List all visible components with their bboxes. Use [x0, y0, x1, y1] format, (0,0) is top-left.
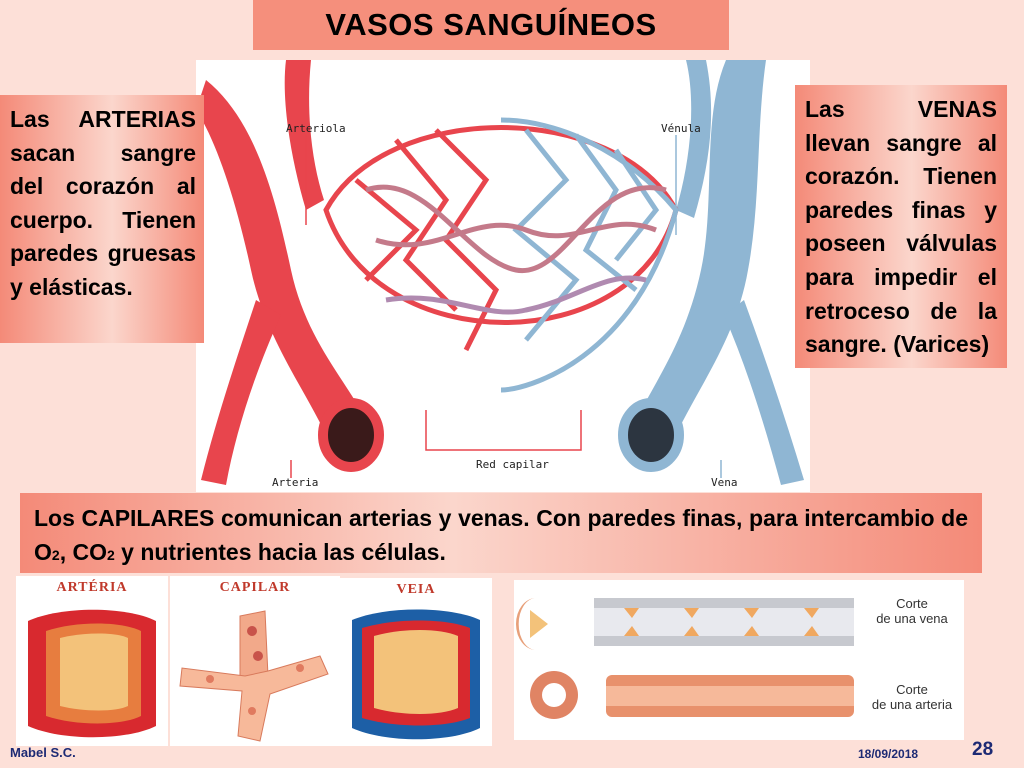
label-arteria: Arteria: [272, 476, 318, 489]
label-venula: Vénula: [661, 122, 701, 135]
artery-lumen: [318, 398, 384, 472]
artery-panel-label: ARTÉRIA: [56, 580, 128, 595]
artery-caption-line2: de una arteria: [871, 697, 953, 712]
label-red-capilar: Red capilar: [476, 458, 549, 471]
label-arteriola: Arteriola: [286, 122, 346, 135]
arteriole-vessel: [284, 60, 324, 210]
capillary-network-figure: Arteriola Vénula Red capilar Arteria Ven…: [196, 60, 810, 492]
label-vena: Vena: [711, 476, 738, 489]
footer-date: 18/09/2018: [858, 747, 919, 761]
page-title: VASOS SANGUÍNEOS: [325, 7, 657, 42]
o2-subscript: 2: [51, 546, 60, 563]
page-number: 28: [972, 739, 994, 760]
vein-section-caption: Corte de una vena: [860, 596, 964, 626]
artery-section-panel: ARTÉRIA: [16, 576, 168, 746]
vein-branch-lower: [724, 300, 804, 485]
vein-caption-line2: de una vena: [876, 611, 948, 626]
vein-section-illustration: [352, 609, 480, 740]
vein-caption-line1: Corte: [896, 596, 928, 611]
venule-vessel: [676, 60, 712, 218]
artery-section-caption: Corte de una arteria: [860, 682, 964, 712]
artery-section-illustration: [28, 609, 156, 738]
veins-description: Las VENAS llevan sangre al corazón. Tien…: [805, 96, 997, 358]
title-box: VASOS SANGUÍNEOS: [253, 0, 729, 50]
artery-branch-lower: [201, 300, 281, 485]
vein-vessel: [636, 60, 766, 445]
vein-section-panel: VEIA: [340, 578, 492, 746]
arteries-info-box: Las ARTERIAS sacan sangre del corazón al…: [0, 95, 204, 343]
veins-info-box: Las VENAS llevan sangre al corazón. Tien…: [795, 85, 1007, 368]
cross-sections-panel: Corte de una vena Corte de una arteria: [514, 580, 964, 740]
capillaries-info-box: Los CAPILARES comunican arterias y venas…: [20, 493, 982, 573]
capillary-mesh: [323, 117, 679, 393]
red-capilar-bracket: [425, 410, 582, 451]
footer-author: Mabel S.C.: [10, 745, 76, 760]
vein-lumen: [618, 398, 684, 472]
capillaries-text-sep: , CO: [59, 538, 107, 565]
artery-caption-line1: Corte: [896, 682, 928, 697]
capillary-panel-label: CAPILAR: [219, 580, 291, 595]
capillary-section-panel: CAPILAR: [170, 576, 340, 746]
capillaries-text-part1: Los CAPILARES comunican arterias y venas…: [34, 505, 968, 565]
cross-sections-illustration: [516, 598, 854, 719]
artery-vessel: [196, 80, 366, 445]
arteries-description: Las ARTERIAS sacan sangre del corazón al…: [10, 106, 196, 300]
capillary-network-diagram: Arteriola Vénula Red capilar Arteria Ven…: [196, 60, 804, 489]
vein-panel-label: VEIA: [396, 582, 436, 597]
capillary-illustration: [179, 610, 329, 742]
co2-subscript: 2: [106, 546, 115, 563]
capillaries-text-part2: y nutrientes hacia las células.: [114, 538, 446, 565]
